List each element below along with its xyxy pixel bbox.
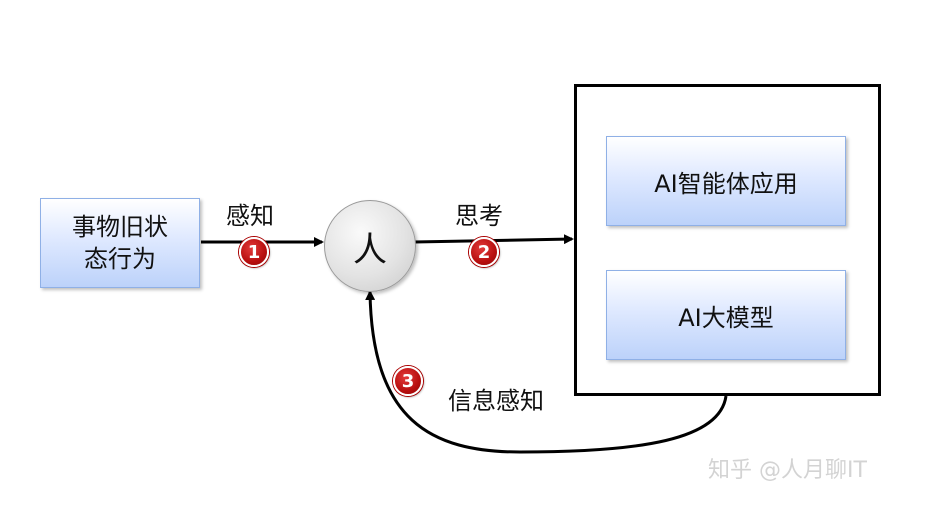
source-state-label: 事物旧状态行为 — [72, 213, 168, 273]
person-label: 人 — [353, 229, 387, 270]
feedback-label: 信息感知 — [448, 387, 544, 415]
step-3-badge: 3 — [393, 366, 423, 396]
person-node: 人 — [324, 200, 416, 292]
step-2-badge: 2 — [469, 237, 499, 267]
ai-agent-app-label: AI智能体应用 — [654, 169, 798, 198]
watermark: 知乎 @人月聊IT — [708, 458, 867, 483]
think-label: 思考 — [455, 202, 503, 230]
source-state-box: 事物旧状态行为 — [40, 198, 200, 288]
arrow-feedback — [365, 290, 728, 454]
ai-model-label: AI大模型 — [678, 303, 774, 332]
sense-label: 感知 — [226, 202, 274, 230]
ai-agent-app-box: AI智能体应用 — [606, 136, 846, 226]
ai-model-box: AI大模型 — [606, 270, 846, 360]
step-1-badge: 1 — [239, 237, 269, 267]
agent-system-frame — [574, 84, 881, 396]
